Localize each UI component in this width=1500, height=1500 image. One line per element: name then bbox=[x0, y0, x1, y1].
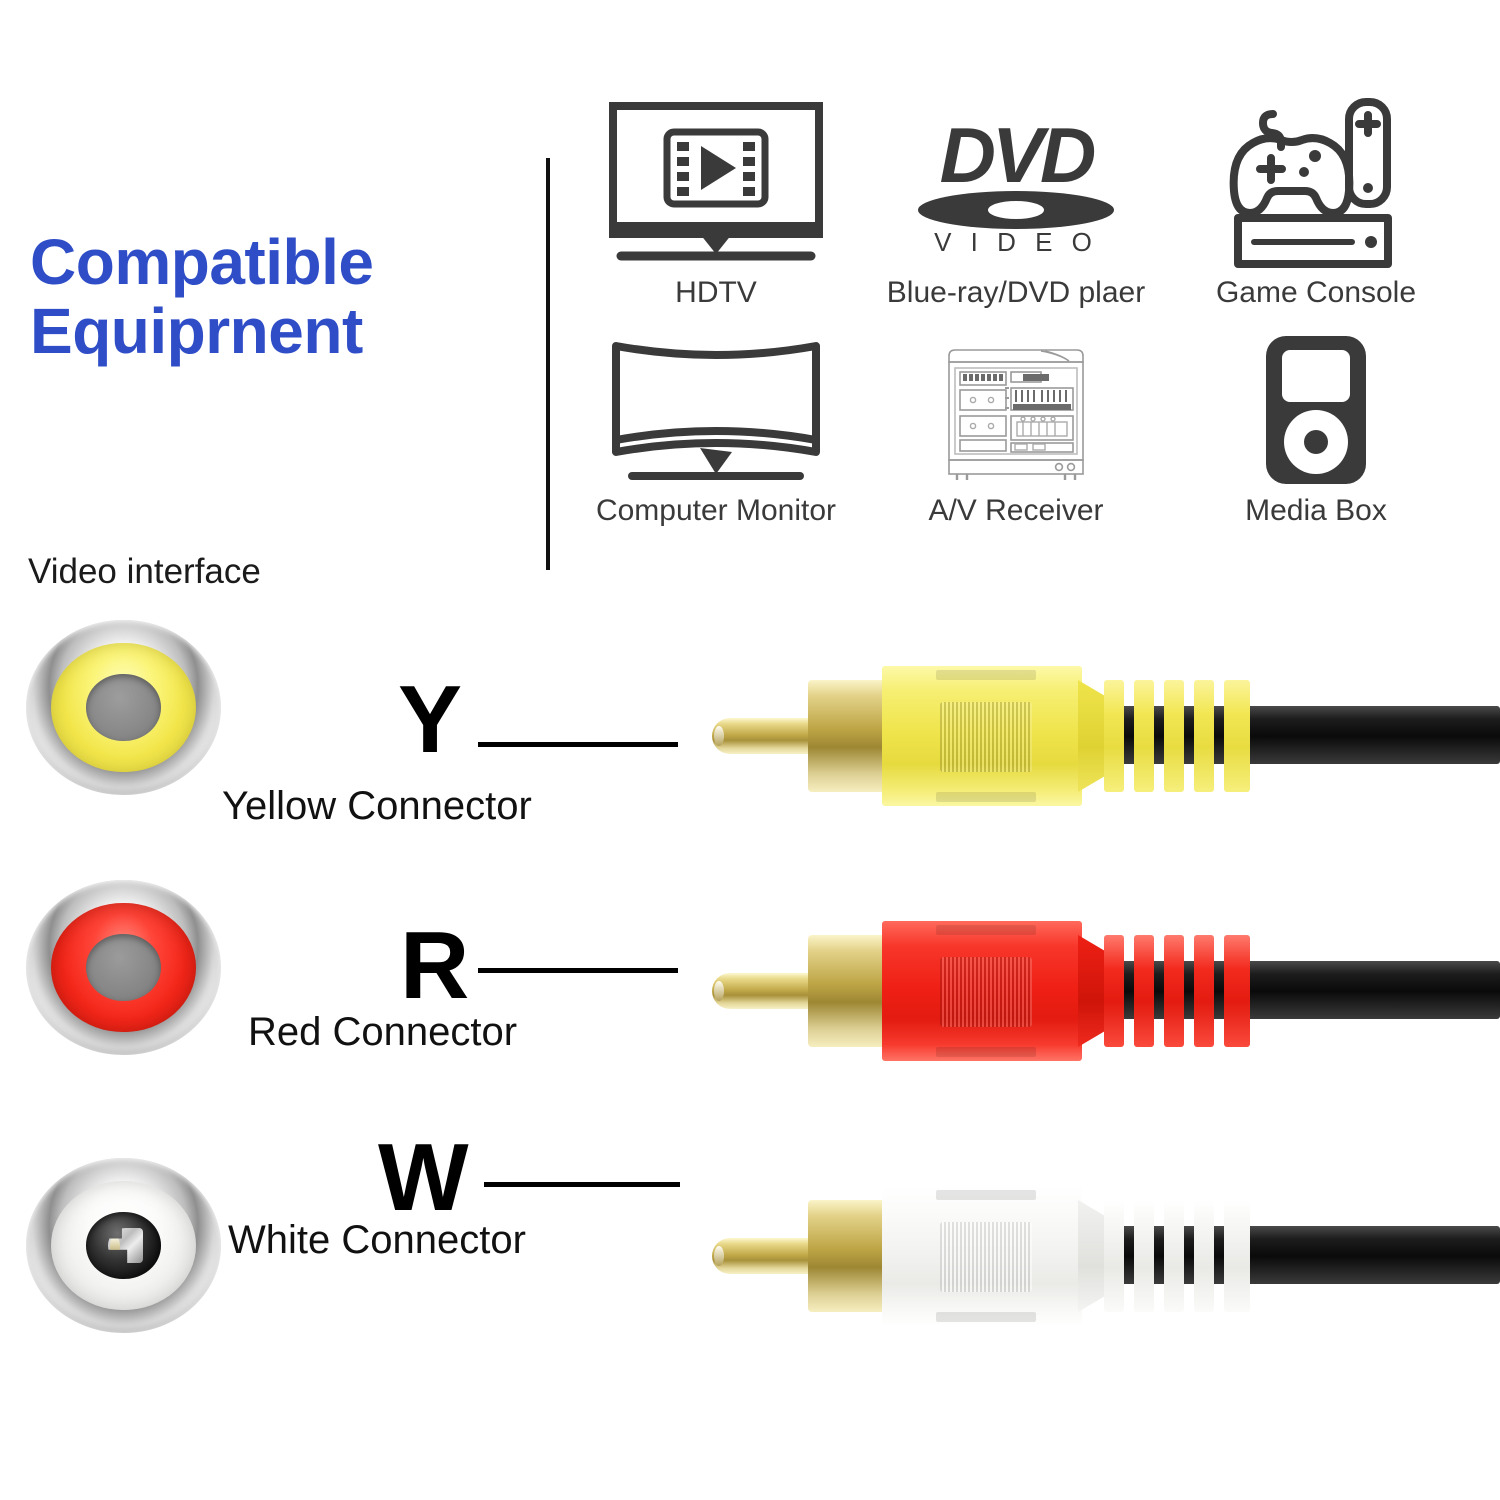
plug-bottom-notch bbox=[936, 1312, 1036, 1322]
svg-text:DVD: DVD bbox=[940, 111, 1095, 199]
white-connector-label: White Connector bbox=[228, 1218, 526, 1262]
plug-center-pin bbox=[712, 973, 824, 1009]
video-interface-label: Video interface bbox=[28, 552, 261, 591]
equipment-item-hdtv: HDTV bbox=[566, 62, 866, 310]
equipment-label: Media Box bbox=[1245, 494, 1387, 527]
plug-bottom-notch bbox=[936, 792, 1036, 802]
plug-body-shell bbox=[882, 666, 1082, 806]
page-title-line1: Compatible bbox=[30, 226, 374, 298]
av-receiver-icon bbox=[941, 338, 1091, 486]
equipment-row-1: HDTV DVD V I D E O Blue-ray/DVD plaer bbox=[566, 62, 1466, 310]
connector-letter-w: W bbox=[378, 1124, 469, 1231]
strain-relief-rib bbox=[1194, 1200, 1214, 1312]
equipment-label: Game Console bbox=[1215, 276, 1417, 309]
strain-relief-rib bbox=[1164, 935, 1184, 1047]
red-rca-jack bbox=[26, 880, 221, 1055]
red-connector-label: Red Connector bbox=[248, 1010, 518, 1054]
strain-relief-rib bbox=[1194, 935, 1214, 1047]
red-rca-plug bbox=[712, 905, 1500, 1075]
plug-strain-relief bbox=[1104, 680, 1262, 792]
compatible-equipment-grid: HDTV DVD V I D E O Blue-ray/DVD plaer bbox=[566, 62, 1466, 528]
plug-strain-relief bbox=[1104, 935, 1262, 1047]
equipment-label: Computer Monitor bbox=[595, 494, 837, 527]
strain-relief-rib bbox=[1104, 1200, 1124, 1312]
leader-line-y bbox=[478, 742, 678, 747]
strain-relief-rib bbox=[1134, 680, 1154, 792]
jack-center-hole bbox=[86, 934, 161, 1001]
svg-text:V I D E O: V I D E O bbox=[934, 227, 1098, 257]
yellow-rca-jack bbox=[26, 620, 221, 795]
media-player-icon bbox=[1264, 334, 1368, 486]
strain-relief-rib bbox=[1164, 1200, 1184, 1312]
plug-body-shell bbox=[882, 921, 1082, 1061]
white-rca-jack bbox=[26, 1158, 221, 1333]
plug-body bbox=[882, 1186, 1112, 1326]
strain-relief-rib bbox=[1104, 935, 1124, 1047]
section-divider bbox=[546, 158, 550, 570]
plug-bottom-notch bbox=[936, 1047, 1036, 1057]
equipment-item-dvd-player: DVD V I D E O Blue-ray/DVD plaer bbox=[866, 62, 1166, 310]
equipment-row-2: Computer Monitor bbox=[566, 310, 1466, 528]
plug-top-notch bbox=[936, 925, 1036, 935]
plug-body bbox=[882, 666, 1112, 806]
plug-gold-sleeve bbox=[808, 1200, 888, 1312]
curved-monitor-icon bbox=[604, 336, 828, 486]
leader-line-r bbox=[478, 968, 678, 973]
connector-letter-r: R bbox=[400, 912, 470, 1019]
equipment-label: HDTV bbox=[675, 276, 757, 309]
dvd-video-logo: DVD V I D E O bbox=[891, 108, 1141, 268]
leader-line-w bbox=[484, 1182, 680, 1187]
strain-relief-rib bbox=[1164, 680, 1184, 792]
equipment-item-computer-monitor: Computer Monitor bbox=[566, 310, 866, 528]
plug-body bbox=[882, 921, 1112, 1061]
equipment-label: Blue-ray/DVD plaer bbox=[886, 276, 1146, 309]
strain-relief-rib bbox=[1104, 680, 1124, 792]
plug-center-pin bbox=[712, 718, 824, 754]
plug-top-notch bbox=[936, 670, 1036, 680]
plug-gold-sleeve bbox=[808, 680, 888, 792]
plug-ribbed-grip bbox=[940, 957, 1032, 1027]
white-rca-plug bbox=[712, 1170, 1500, 1340]
plug-ribbed-grip bbox=[940, 1222, 1032, 1292]
strain-relief-rib bbox=[1134, 1200, 1154, 1312]
page-title-line2: Equiprnent bbox=[30, 295, 363, 368]
equipment-item-game-console: Game Console bbox=[1166, 62, 1466, 310]
plug-center-pin bbox=[712, 1238, 824, 1274]
strain-relief-rib bbox=[1194, 680, 1214, 792]
connector-letter-y: Y bbox=[398, 666, 463, 773]
equipment-label: A/V Receiver bbox=[928, 494, 1104, 527]
equipment-item-av-receiver: A/V Receiver bbox=[866, 310, 1166, 528]
hdtv-icon bbox=[605, 98, 827, 268]
plug-top-notch bbox=[936, 1190, 1036, 1200]
plug-ribbed-grip bbox=[940, 702, 1032, 772]
plug-strain-relief bbox=[1104, 1200, 1262, 1312]
strain-relief-rib bbox=[1224, 680, 1250, 792]
game-console-icon bbox=[1216, 96, 1416, 268]
yellow-connector-label: Yellow Connector bbox=[222, 784, 532, 828]
strain-relief-rib bbox=[1134, 935, 1154, 1047]
strain-relief-rib bbox=[1224, 935, 1250, 1047]
jack-center-hole bbox=[86, 674, 161, 741]
strain-relief-rib bbox=[1224, 1200, 1250, 1312]
yellow-rca-plug bbox=[712, 650, 1500, 820]
equipment-item-media-box: Media Box bbox=[1166, 310, 1466, 528]
plug-gold-sleeve bbox=[808, 935, 888, 1047]
page-title: Compatible Equiprnent bbox=[30, 226, 510, 368]
